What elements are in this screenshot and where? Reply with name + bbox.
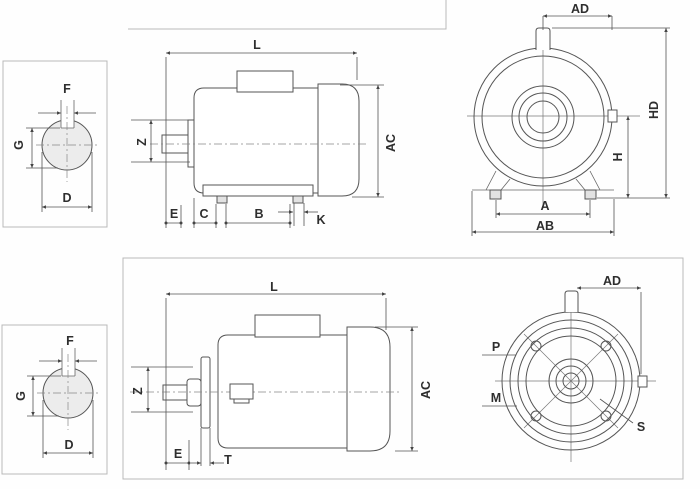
label-AD: AD xyxy=(571,2,589,16)
label-T: T xyxy=(224,453,232,467)
drain-plug-tab xyxy=(233,398,250,404)
label-AB: AB xyxy=(536,219,554,233)
dim-A: A xyxy=(495,199,591,218)
hub-ring-1 xyxy=(511,85,575,149)
dim-D: D xyxy=(42,400,94,458)
side-lug xyxy=(607,109,618,123)
terminal-box xyxy=(236,70,294,93)
label-E: E xyxy=(170,207,178,221)
label-G: G xyxy=(12,140,26,150)
shaft-hub xyxy=(186,378,202,407)
label-E: E xyxy=(174,447,182,461)
dim-F: F xyxy=(38,82,96,115)
label-AD: AD xyxy=(603,274,621,288)
dim-Z: Z xyxy=(131,366,193,413)
bottom-shaft-view-box xyxy=(1,324,108,475)
dim-AC: AC xyxy=(375,326,433,452)
drain-plug xyxy=(229,383,254,400)
top-side-view: L Z AC E C B K xyxy=(131,38,398,228)
dim-HD: HD xyxy=(552,27,670,199)
dim-M: M xyxy=(482,391,517,407)
bottom-front-view: AD P M S xyxy=(482,274,656,462)
shaft xyxy=(162,384,188,401)
top-front-view: AD HD H A AB xyxy=(467,2,670,236)
dims-bottom: E C B K xyxy=(164,198,326,228)
terminal-box xyxy=(254,314,321,338)
bearing-boss xyxy=(187,119,195,168)
top-frame-edge xyxy=(128,0,447,30)
terminal-stub xyxy=(564,290,579,312)
label-G: G xyxy=(14,391,28,401)
dim-Z: Z xyxy=(131,119,190,163)
bottom-side-view: L Z AC E T xyxy=(130,280,433,470)
dim-S: S xyxy=(599,398,645,434)
side-lug xyxy=(637,375,648,388)
label-F: F xyxy=(66,334,74,348)
mounting-flange xyxy=(200,356,211,429)
label-Z: Z xyxy=(135,138,149,146)
dim-D: D xyxy=(41,152,93,212)
shaft-ring xyxy=(526,100,560,134)
bolt-circle-ring xyxy=(525,335,617,427)
terminal-stub xyxy=(535,27,551,50)
label-M: M xyxy=(491,391,501,405)
foot-pad-left xyxy=(216,195,228,204)
label-F: F xyxy=(63,82,71,96)
label-A: A xyxy=(540,199,549,213)
dim-L: L xyxy=(165,38,358,228)
foot-pad-right xyxy=(292,195,304,204)
label-K: K xyxy=(316,213,325,227)
dim-H: H xyxy=(611,116,630,198)
end-bell xyxy=(346,326,391,452)
dim-F: F xyxy=(39,334,97,363)
label-AC: AC xyxy=(384,134,398,152)
dim-AC: AC xyxy=(340,84,398,198)
hub-ring-2 xyxy=(555,365,587,397)
dims-bottom: E T xyxy=(164,428,232,470)
bolt-hole-br xyxy=(600,410,612,422)
bottom-shaft-end-view: F G D xyxy=(14,334,99,458)
legs xyxy=(485,170,601,191)
foot-base xyxy=(202,184,314,197)
dim-AD: AD xyxy=(577,274,642,374)
flange-ring xyxy=(517,327,625,435)
end-bell xyxy=(317,83,360,197)
hub-ring-2 xyxy=(518,92,568,142)
label-C: C xyxy=(199,207,208,221)
label-B: B xyxy=(254,207,263,221)
hub-ring-1 xyxy=(548,358,594,404)
top-shaft-view-box xyxy=(2,60,108,228)
motor-body xyxy=(217,334,348,449)
label-L: L xyxy=(253,38,261,52)
dim-P: P xyxy=(482,340,516,356)
housing-rim xyxy=(481,55,605,179)
label-H: H xyxy=(611,152,625,161)
foot-pad-right xyxy=(584,189,597,200)
foot-pad-left xyxy=(489,189,502,200)
label-D: D xyxy=(64,438,73,452)
label-Z: Z xyxy=(131,387,145,395)
label-L: L xyxy=(270,280,278,294)
bolt-hole-tl xyxy=(530,340,542,352)
panel-frames xyxy=(1,0,684,480)
bottom-row-box xyxy=(122,257,684,480)
dim-L: L xyxy=(165,280,387,470)
motor-body xyxy=(193,87,319,194)
label-D: D xyxy=(62,191,71,205)
housing-rim xyxy=(509,319,633,443)
bolt-hole-tr xyxy=(600,340,612,352)
label-S: S xyxy=(637,420,645,434)
top-shaft-end-view: F G D xyxy=(12,82,98,212)
dim-AD: AD xyxy=(542,2,613,30)
label-HD: HD xyxy=(647,101,661,119)
label-P: P xyxy=(492,340,500,354)
bolt-hole-bl xyxy=(530,410,542,422)
shaft-ring xyxy=(562,372,580,390)
label-AC: AC xyxy=(419,381,433,399)
dim-AB: AB xyxy=(471,191,615,236)
